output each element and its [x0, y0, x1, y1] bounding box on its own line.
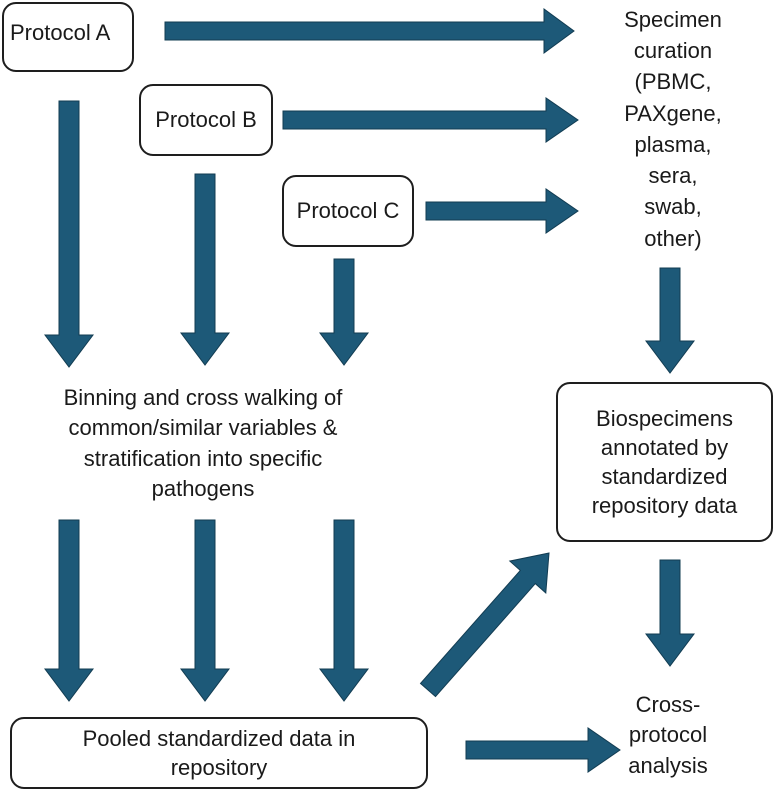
protocol-b-label: Protocol B: [155, 107, 257, 133]
arrow-pool-to-biospec: [419, 552, 550, 698]
protocol-b-box: Protocol B: [139, 84, 273, 156]
arrow-b-to-curation: [282, 97, 579, 143]
arrow-bin-to-pool-2: [180, 519, 230, 702]
arrow-a-down: [44, 100, 94, 368]
protocol-c-box: Protocol C: [282, 175, 414, 247]
arrow-pool-to-analysis: [465, 727, 621, 773]
binning-text: Binning and cross walking of common/simi…: [63, 385, 343, 502]
arrow-c-down: [319, 258, 369, 366]
biospecimens-label: Biospecimens annotated by standardized r…: [591, 405, 738, 519]
protocol-a-label: Protocol A: [10, 20, 111, 45]
specimen-curation-text: Specimen curation (PBMC, PAXgene, plasma…: [624, 7, 722, 251]
biospecimens-box: Biospecimens annotated by standardized r…: [556, 382, 773, 542]
arrow-c-to-curation: [425, 188, 579, 234]
arrow-bin-to-pool-1: [44, 519, 94, 702]
protocol-c-label: Protocol C: [296, 198, 400, 224]
pooled-data-box: Pooled standardized data in repository: [10, 717, 428, 789]
arrow-curation-down: [645, 267, 695, 374]
arrow-biospec-down: [645, 559, 695, 667]
arrow-b-down: [180, 173, 230, 366]
cross-protocol-text: Cross- protocol analysis: [628, 692, 708, 778]
protocol-a-box: Protocol A: [2, 2, 134, 72]
arrow-bin-to-pool-3: [319, 519, 369, 702]
arrow-a-to-curation: [164, 8, 575, 54]
pooled-data-label: Pooled standardized data in repository: [82, 725, 356, 780]
